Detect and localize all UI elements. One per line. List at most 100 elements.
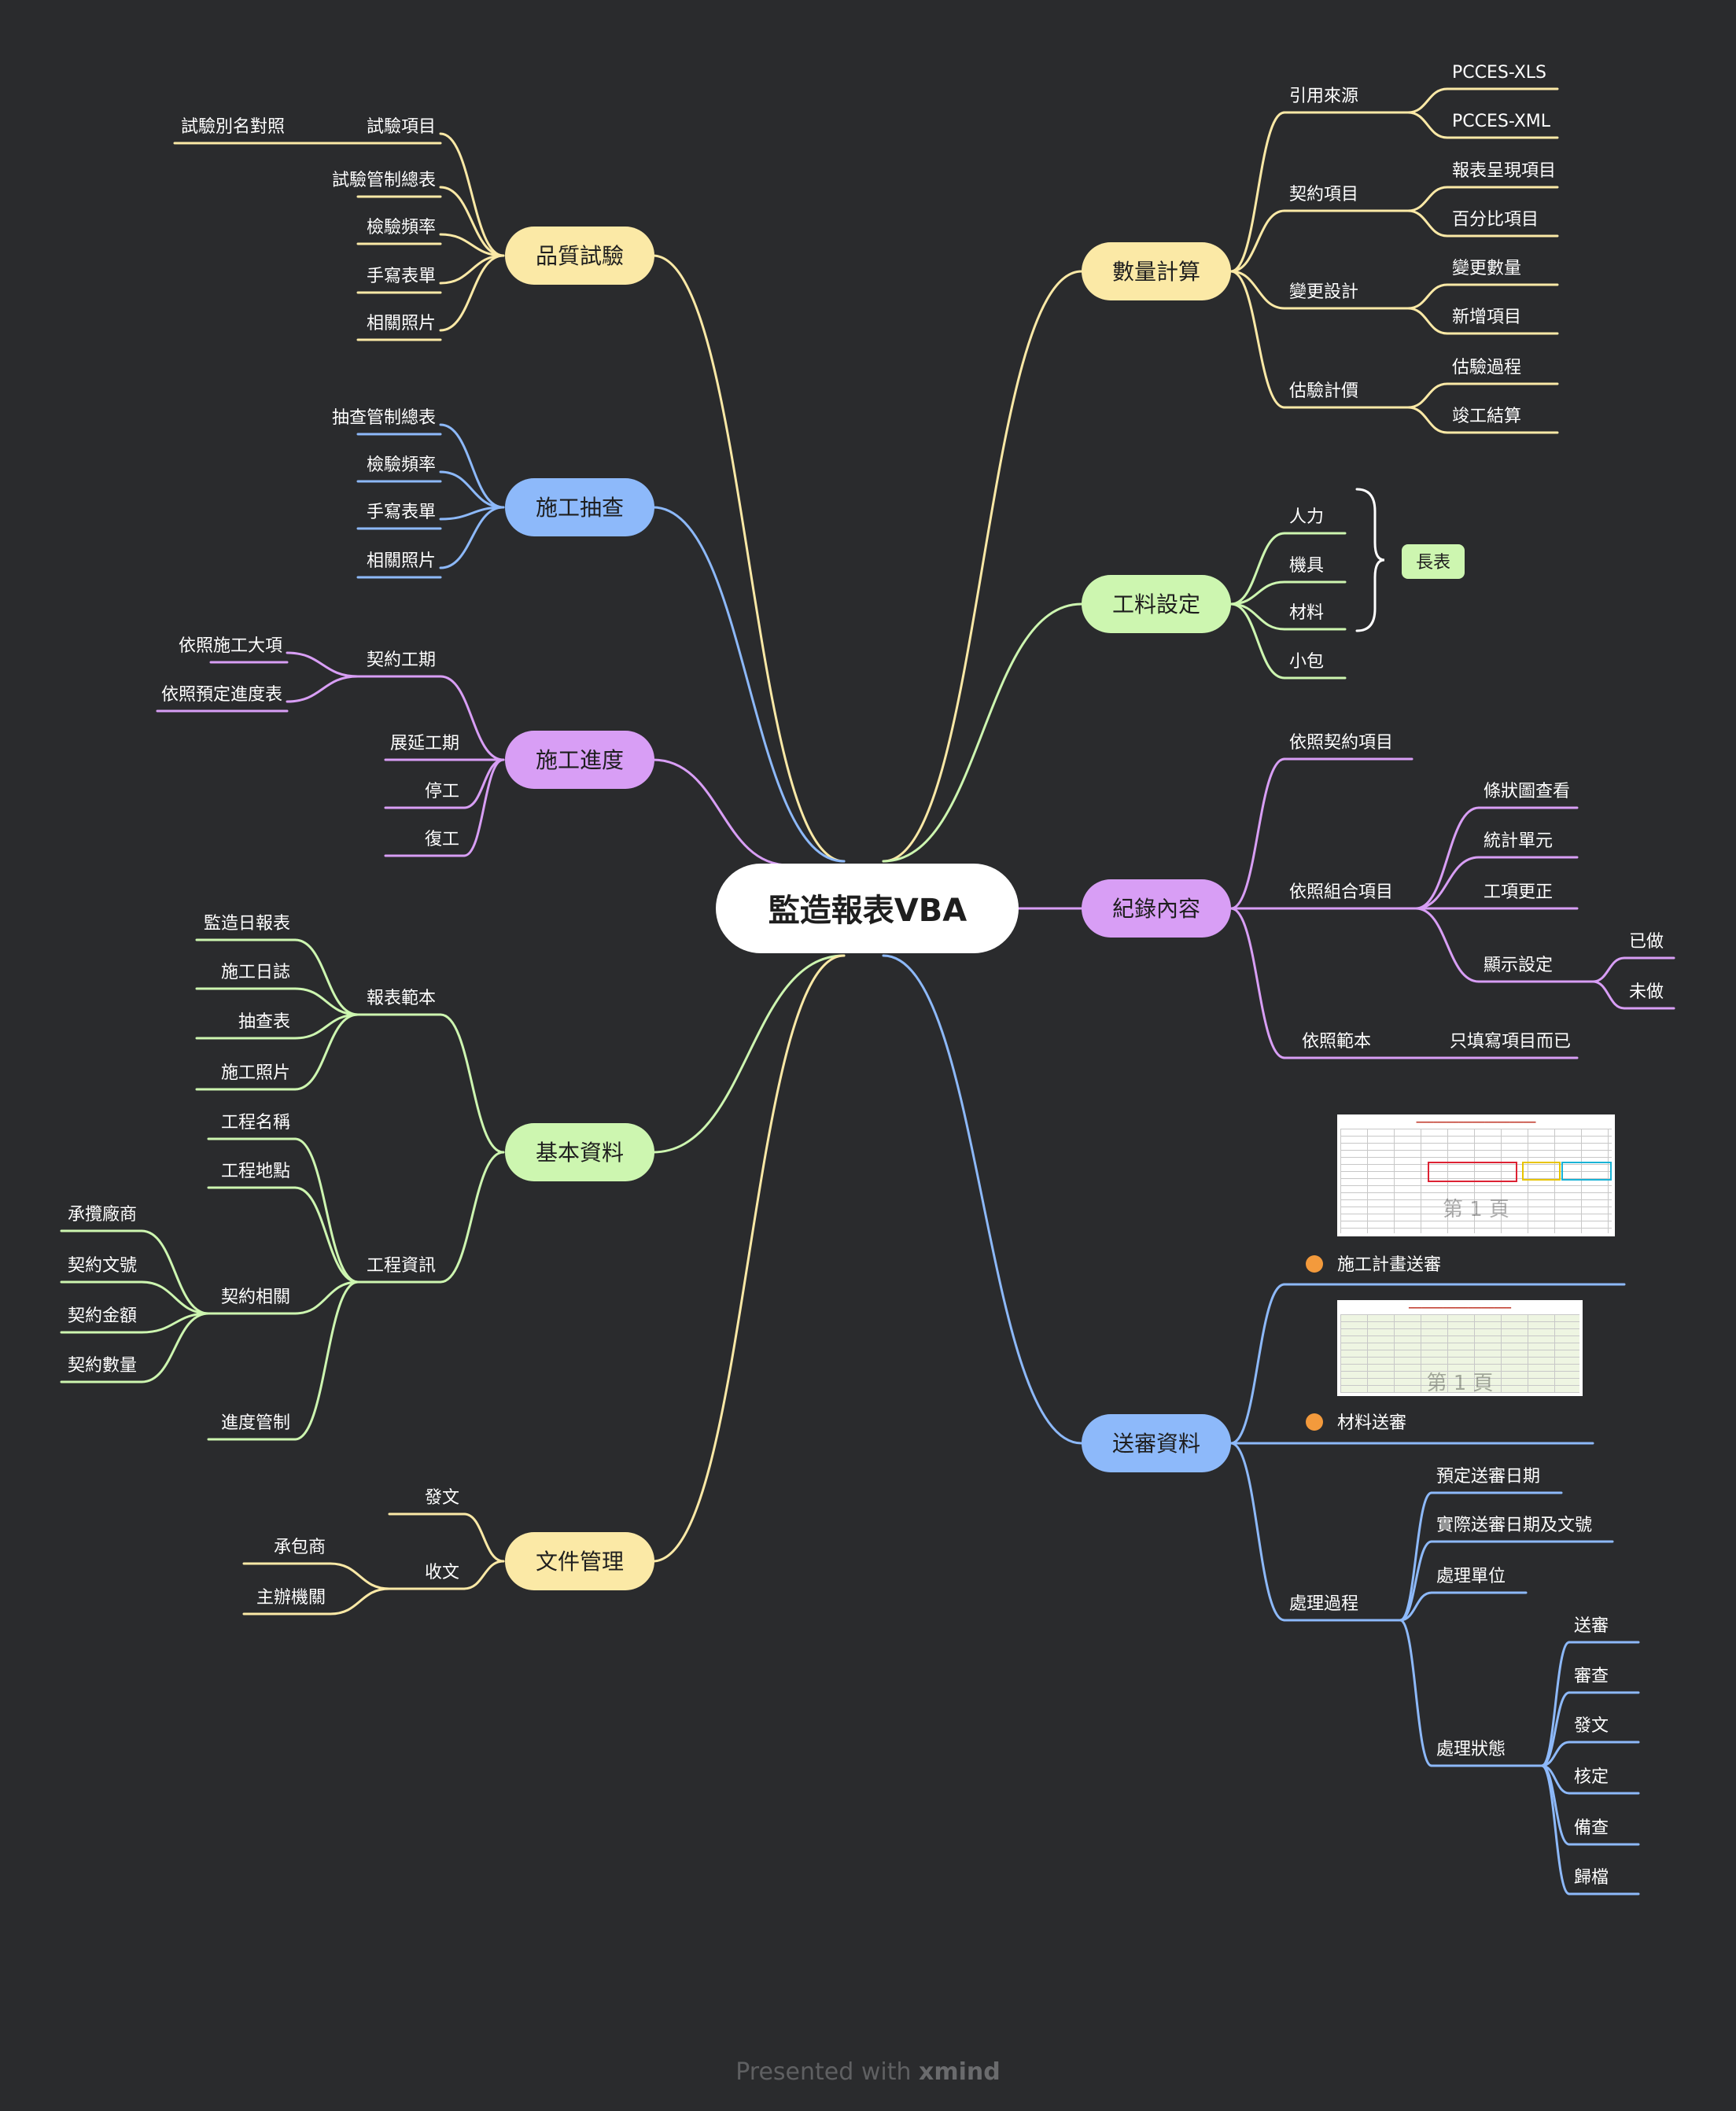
edge-quality-item-3 bbox=[440, 256, 503, 283]
progress-by-schedule: 依照預定進度表 bbox=[161, 685, 282, 705]
receive-child-0: 承包商 bbox=[274, 1538, 326, 1557]
thumbnail-page-label: 第 1 頁 bbox=[1337, 1193, 1615, 1222]
progress-item-2: 復工 bbox=[425, 830, 459, 849]
source-child-1: PCCES-XML bbox=[1452, 112, 1551, 131]
edge-basic-project bbox=[440, 1152, 503, 1282]
change_design-child-0: 變更數量 bbox=[1452, 259, 1521, 278]
edge-inspection-item-1 bbox=[440, 472, 503, 507]
thumbnail-cyan-highlight bbox=[1561, 1162, 1612, 1181]
thumbnail-title-bar: ━━━━━━━━━━━━━━━━━━━━━━━━━━━━ bbox=[1337, 1119, 1615, 1127]
records-by-contract: 依照契約項目 bbox=[1289, 733, 1393, 753]
edge-receive-child-1 bbox=[330, 1589, 389, 1614]
footer-prefix: Presented with bbox=[735, 2058, 911, 2086]
contract-detail-0: 承攬廠商 bbox=[68, 1205, 137, 1225]
quantity-source: 引用來源 bbox=[1289, 87, 1358, 106]
progress-by-major-item: 依照施工大項 bbox=[179, 636, 282, 656]
template-child-0: 監造日報表 bbox=[204, 914, 290, 934]
project-info: 工程資訊 bbox=[367, 1256, 436, 1276]
status-child-5: 歸檔 bbox=[1574, 1868, 1609, 1888]
contract-detail-3: 契約數量 bbox=[68, 1356, 137, 1376]
edge-receive-child-0 bbox=[330, 1564, 389, 1589]
thumbnail-page-label: 第 1 頁 bbox=[1337, 1367, 1583, 1396]
plan-submission-thumbnail: ━━━━━━━━━━━━━━━━━━━━━━━━━━━━ 第 1 頁 bbox=[1337, 1114, 1615, 1236]
edge-root-progress bbox=[653, 760, 789, 865]
edge-root-materials bbox=[883, 604, 1082, 861]
material-item-3: 小包 bbox=[1289, 652, 1324, 672]
valuation-child-1: 竣工結算 bbox=[1452, 407, 1521, 426]
quantity-node: 數量計算 bbox=[1112, 259, 1200, 285]
presented-with-footer: Presented with xmind bbox=[0, 2058, 1736, 2086]
edge-root-documents bbox=[653, 956, 844, 1561]
project-location: 工程地點 bbox=[221, 1162, 290, 1181]
process-child-2: 處理單位 bbox=[1436, 1567, 1506, 1586]
edge-template-child-0 bbox=[295, 940, 358, 1015]
records-template-child: 只填寫項目而已 bbox=[1450, 1032, 1571, 1052]
quality-item-2: 檢驗頻率 bbox=[367, 218, 436, 238]
edge-project-name bbox=[295, 1139, 358, 1282]
template-child-2: 抽查表 bbox=[238, 1012, 290, 1032]
edge-valuation-child-0 bbox=[1408, 384, 1447, 407]
contract-detail-1: 契約文號 bbox=[68, 1256, 137, 1276]
submission-material: 材料送審 bbox=[1337, 1413, 1406, 1433]
xmind-logo-text: xmind bbox=[919, 2058, 1001, 2086]
edge-change_design-child-1 bbox=[1408, 308, 1447, 333]
thumbnail-yellow-highlight bbox=[1522, 1162, 1561, 1181]
edge-root-submissions bbox=[883, 956, 1082, 1443]
submission-process: 處理過程 bbox=[1289, 1594, 1358, 1614]
edge-submission-process bbox=[1231, 1443, 1284, 1620]
group-display: 顯示設定 bbox=[1484, 956, 1553, 975]
receive-child-1: 主辦機關 bbox=[256, 1588, 326, 1608]
edge-records-contract bbox=[1231, 759, 1284, 908]
edge-progress-item-1 bbox=[464, 760, 503, 808]
inspection-item-3: 相關照片 bbox=[367, 551, 436, 571]
group-child-1: 統計單元 bbox=[1484, 831, 1553, 851]
edge-group-child-1 bbox=[1416, 857, 1479, 908]
change_design-child-1: 新增項目 bbox=[1452, 308, 1521, 327]
quantity-contract_items: 契約項目 bbox=[1289, 185, 1358, 204]
edge-doc-receive bbox=[464, 1561, 503, 1589]
quality-item-1: 試驗管制總表 bbox=[332, 171, 436, 190]
edge-status-child-0 bbox=[1542, 1642, 1569, 1766]
status-child-1: 審查 bbox=[1574, 1667, 1609, 1686]
status-child-0: 送審 bbox=[1574, 1616, 1609, 1636]
project-contract: 契約相關 bbox=[221, 1288, 290, 1307]
edge-quantity-contract_items bbox=[1231, 211, 1284, 271]
edge-submission-plan bbox=[1231, 1284, 1284, 1443]
edge-quality-item-0 bbox=[440, 134, 503, 256]
edge-inspection-item-3 bbox=[440, 507, 503, 568]
progress-item-1: 停工 bbox=[425, 782, 459, 801]
process-status: 處理狀態 bbox=[1436, 1740, 1506, 1759]
submissions-node: 送審資料 bbox=[1112, 1431, 1200, 1457]
quantity-valuation: 估驗計價 bbox=[1289, 381, 1358, 401]
material-item-2: 材料 bbox=[1289, 603, 1324, 623]
process-child-0: 預定送審日期 bbox=[1436, 1467, 1540, 1487]
material-item-0: 人力 bbox=[1289, 507, 1324, 527]
progress-node: 施工進度 bbox=[536, 747, 624, 773]
summary-bracket bbox=[1357, 489, 1384, 631]
edge-records-template bbox=[1231, 908, 1284, 1058]
project-name: 工程名稱 bbox=[221, 1113, 290, 1133]
quality-item-3: 手寫表單 bbox=[367, 267, 436, 286]
thumbnail-title-bar: ━━━━━━━━━━━━━━━━━━━━━━━━ bbox=[1337, 1305, 1583, 1313]
material-submission-thumbnail: ━━━━━━━━━━━━━━━━━━━━━━━━ 第 1 頁 bbox=[1337, 1300, 1583, 1396]
edge-project-location bbox=[295, 1188, 358, 1282]
edge-group-display bbox=[1416, 908, 1479, 982]
documents-node: 文件管理 bbox=[536, 1549, 624, 1575]
inspection-node: 施工抽查 bbox=[536, 495, 624, 521]
edge-progress-item-2 bbox=[464, 760, 503, 856]
project-schedule: 進度管制 bbox=[221, 1413, 290, 1433]
submission-plan: 施工計畫送審 bbox=[1337, 1255, 1441, 1275]
quality-test-node: 品質試驗 bbox=[536, 243, 624, 269]
edge-root-basic bbox=[653, 956, 844, 1152]
edge-contract-detail-0 bbox=[142, 1231, 208, 1313]
report-templates: 報表範本 bbox=[367, 989, 436, 1008]
edge-source-child-1 bbox=[1408, 112, 1447, 138]
status-child-2: 發文 bbox=[1574, 1716, 1609, 1736]
progress-item-0: 展延工期 bbox=[390, 734, 459, 753]
status-child-4: 備查 bbox=[1574, 1818, 1609, 1838]
inspection-item-1: 檢驗頻率 bbox=[367, 455, 436, 475]
quality-item-0: 試驗項目 bbox=[367, 117, 436, 137]
contract_items-child-1: 百分比項目 bbox=[1452, 210, 1539, 230]
group-child-0: 條狀圖查看 bbox=[1484, 782, 1570, 801]
edge-display-child-1 bbox=[1593, 982, 1624, 1008]
